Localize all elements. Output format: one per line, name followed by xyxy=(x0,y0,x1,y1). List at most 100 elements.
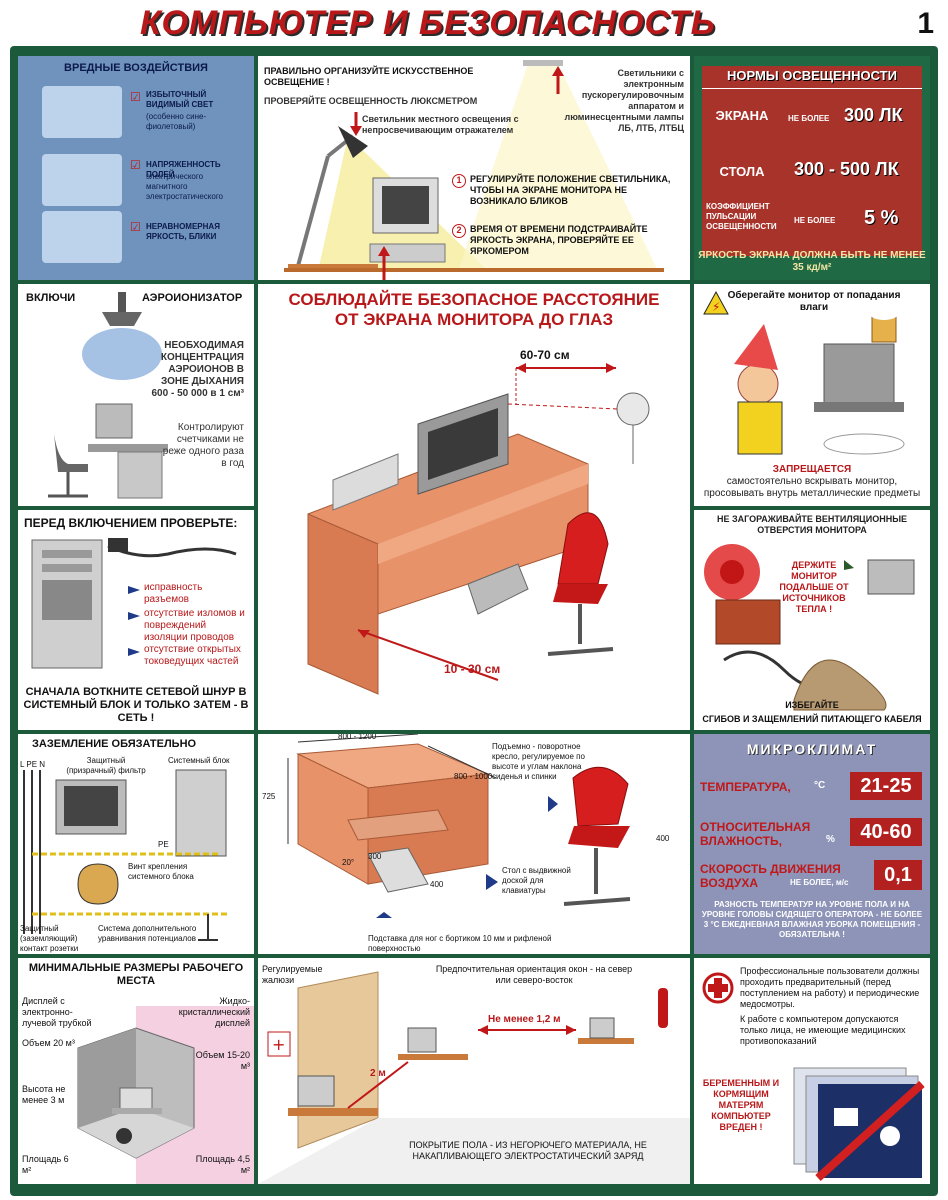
dim-footrest-text: Подставка для ног с бортиком 10 мм и риф… xyxy=(368,934,552,953)
check-icon: ☑ xyxy=(130,90,141,104)
min-size-lcd: Жидко-кристаллический дисплей xyxy=(178,996,250,1028)
harmful-item-1-sub: (особенно сине-фиолетовый) xyxy=(146,112,207,131)
ventilation-title: НЕ ЗАГОРАЖИВАЙТЕ ВЕНТИЛЯЦИОННЫЕ ОТВЕРСТИ… xyxy=(716,514,908,535)
ventilation-illustration xyxy=(704,544,915,711)
norms-screen-label: ЭКРАНА xyxy=(715,108,769,123)
poster-number: 1 xyxy=(917,7,934,40)
climate-temp-label: ТЕМПЕРАТУРА, xyxy=(700,780,791,794)
moisture-title: Оберегайте монитор от попадания влаги xyxy=(727,290,901,313)
monitor-field-illustration xyxy=(42,154,122,206)
norms-plate xyxy=(702,66,922,256)
grounding-lpen: L PE N xyxy=(20,760,46,769)
room-panel: + Регулируемые жалюзи Предпочтительная о… xyxy=(258,958,690,1184)
dim-chair-width: 400 xyxy=(656,834,670,843)
climate-air-value: 0,1 xyxy=(884,864,912,886)
lighting-panel: ПРАВИЛЬНО ОРГАНИЗУЙТЕ ИСКУССТВЕННОЕ ОСВЕ… xyxy=(258,56,690,280)
medical-illustration xyxy=(702,972,925,1181)
norms-title: НОРМЫ ОСВЕЩЕННОСТИ xyxy=(727,68,897,83)
ionizer-panel: ВКЛЮЧИ АЭРОИОНИЗАТОР НЕОБХОДИМАЯ КОНЦЕНТ… xyxy=(18,284,254,506)
climate-temp-box xyxy=(850,772,922,800)
harmful-title: ВРЕДНЫЕ ВОЗДЕЙСТВИЯ xyxy=(64,62,208,74)
dimensions-illustration xyxy=(287,734,631,918)
dim-depth: 800 - 1000 xyxy=(454,772,493,781)
medical-panel: Профессиональные пользователи должны про… xyxy=(694,958,930,1184)
norms-desk-label: СТОЛА xyxy=(719,164,765,179)
min-size-area-2: Площадь 4,5 м² xyxy=(195,1154,250,1175)
dim-foot-angle: 20° xyxy=(342,858,355,867)
norms-pulse-prefix: НЕ БОЛЕЕ xyxy=(794,216,836,225)
grounding-sysblock: Системный блок xyxy=(168,756,230,765)
min-size-height: Высота не менее 3 м xyxy=(22,1084,66,1105)
room-blinds: Регулируемые жалюзи xyxy=(262,964,323,985)
before-power-title: ПЕРЕД ВКЛЮЧЕНИЕМ ПРОВЕРЬТЕ: xyxy=(24,516,238,530)
medical-pregnant: БЕРЕМЕННЫМ И КОРМЯЩИМ МАТЕРЯМ КОМПЬЮТЕР … xyxy=(702,1078,780,1132)
dim-foot-width: 300 xyxy=(368,852,382,861)
min-size-title: МИНИМАЛЬНЫЕ РАЗМЕРЫ РАБОЧЕГО МЕСТА xyxy=(28,962,244,987)
norms-screen-prefix: НЕ БОЛЕЕ xyxy=(788,114,830,123)
monitor-glare-illustration xyxy=(42,211,122,263)
room-orient: Предпочтительная ориентация окон - на се… xyxy=(435,964,633,985)
harmful-item-2-sub-2: магнитного xyxy=(146,182,188,191)
before-power-footer: СНАЧАЛА ВОТКНИТЕ СЕТЕВОЙ ШНУР В СИСТЕМНЫ… xyxy=(23,686,249,724)
check-icon: ☑ xyxy=(130,220,141,234)
grounding-panel: ЗАЗЕМЛЕНИЕ ОБЯЗАТЕЛЬНО L PE N Защитный (… xyxy=(18,734,254,954)
monitor-light-illustration xyxy=(42,86,122,138)
lighting-illustration xyxy=(284,60,664,280)
ionizer-text-2: Контролируют счетчиками не реже одного р… xyxy=(162,422,244,469)
norms-pulse-value: 5 % xyxy=(864,207,899,229)
min-size-volume-2: Объем 15-20 м³ xyxy=(195,1050,250,1071)
grounding-illustration xyxy=(23,769,228,941)
svg-text:+: + xyxy=(272,1035,285,1054)
harmful-item-2-sub-3: электростатического xyxy=(146,192,224,201)
lighting-check: ПРОВЕРЯЙТЕ ОСВЕЩЕННОСТЬ ЛЮКСМЕТРОМ xyxy=(264,96,478,106)
before-power-check-3: отсутствие открытых токоведущих частей xyxy=(144,644,241,667)
climate-hum-unit: % xyxy=(826,834,835,845)
climate-note: РАЗНОСТЬ ТЕМПЕРАТУР НА УРОВНЕ ПОЛА И НА … xyxy=(701,900,923,939)
norms-pulse-label: КОЭФФИЦИЕНТ ПУЛЬСАЦИИ ОСВЕЩЕННОСТИ xyxy=(706,202,777,231)
min-size-area-1: Площадь 6 м² xyxy=(22,1154,69,1175)
min-size-crt: Дисплей с электронно-лучевой трубкой xyxy=(22,996,92,1028)
harmful-item-2: НАПРЯЖЕННОСТЬ ПОЛЕЙ xyxy=(146,160,221,179)
grounding-screw: Винт крепления системного блока xyxy=(128,862,194,881)
room-min-distance: Не менее 1,2 м xyxy=(488,1014,561,1025)
harmful-effects-panel: ВРЕДНЫЕ ВОЗДЕЙСТВИЯ ☑ ИЗБЫТОЧНЫЙ ВИДИМЫЙ… xyxy=(18,56,254,280)
grounding-contact: Защитный (заземляющий) контакт розетки xyxy=(20,924,79,953)
check-icon: ☑ xyxy=(130,158,141,172)
climate-temp-value: 21-25 xyxy=(860,775,912,797)
min-size-panel: МИНИМАЛЬНЫЕ РАЗМЕРЫ РАБОЧЕГО МЕСТА Диспл… xyxy=(18,958,254,1184)
poster-header: КОМПЬЮТЕР И БЕЗОПАСНОСТЬ 1 xyxy=(0,0,948,46)
min-size-volume-1: Объем 20 м³ xyxy=(22,1038,75,1048)
before-power-illustration xyxy=(31,538,237,669)
ionizer-left: ВКЛЮЧИ xyxy=(26,292,76,304)
lighting-local: Светильник местного освещения с непросве… xyxy=(362,114,519,135)
marker-1: 1 xyxy=(452,174,466,188)
room-floor: ПОКРЫТИЕ ПОЛА - ИЗ НЕГОРЮЧЕГО МАТЕРИАЛА,… xyxy=(409,1140,647,1161)
eye-distance-label: 60-70 см xyxy=(520,348,570,362)
climate-title: МИКРОКЛИМАТ xyxy=(746,741,878,757)
lighting-norms-panel: НОРМЫ ОСВЕЩЕННОСТИ ЭКРАНА НЕ БОЛЕЕ 300 Л… xyxy=(694,56,930,280)
ventilation-panel: НЕ ЗАГОРАЖИВАЙТЕ ВЕНТИЛЯЦИОННЫЕ ОТВЕРСТИ… xyxy=(694,510,930,730)
norms-screen-value: 300 ЛК xyxy=(844,105,903,125)
lighting-fixtures: Светильники с электронным пускорегулиров… xyxy=(564,68,684,133)
microclimate-panel: МИКРОКЛИМАТ ТЕМПЕРАТУРА, °С 21-25 ОТНОСИ… xyxy=(694,734,930,954)
distance-title-1: СОБЛЮДАЙТЕ БЕЗОПАСНОЕ РАССТОЯНИЕ xyxy=(288,290,660,309)
dim-table-text: Стол с выдвижной доской для клавиатуры xyxy=(502,866,571,895)
harmful-item-3: НЕРАВНОМЕРНАЯ ЯРКОСТЬ, БЛИКИ xyxy=(146,222,220,241)
dimensions-panel: 800 - 1200 800 - 1000 725 Подъемно - пов… xyxy=(258,734,690,954)
workplace-illustration xyxy=(307,363,650,695)
room-two-meters: 2 м xyxy=(370,1068,386,1079)
distance-panel: СОБЛЮДАЙТЕ БЕЗОПАСНОЕ РАССТОЯНИЕ ОТ ЭКРА… xyxy=(258,284,690,730)
climate-air-label: СКОРОСТЬ ДВИЖЕНИЯ ВОЗДУХА xyxy=(700,862,841,890)
dim-width: 800 - 1200 xyxy=(338,734,377,741)
dim-height: 725 xyxy=(262,792,276,801)
climate-hum-value: 40-60 xyxy=(860,821,912,843)
poster-title: КОМПЬЮТЕР И БЕЗОПАСНОСТЬ xyxy=(140,4,716,42)
before-power-check-1: исправность разъемов xyxy=(144,582,203,605)
harmful-item-1: ИЗБЫТОЧНЫЙ ВИДИМЫЙ СВЕТ xyxy=(146,90,214,109)
norms-desk-value: 300 - 500 ЛК xyxy=(794,159,899,179)
lighting-tip-1: РЕГУЛИРУЙТЕ ПОЛОЖЕНИЕ СВЕТИЛЬНИКА, ЧТОБЫ… xyxy=(470,174,671,206)
ventilation-avoid: ИЗБЕГАЙТЕ xyxy=(785,700,839,710)
climate-hum-box xyxy=(850,818,922,846)
lighting-heading: ПРАВИЛЬНО ОРГАНИЗУЙТЕ ИСКУССТВЕННОЕ ОСВЕ… xyxy=(264,66,474,87)
